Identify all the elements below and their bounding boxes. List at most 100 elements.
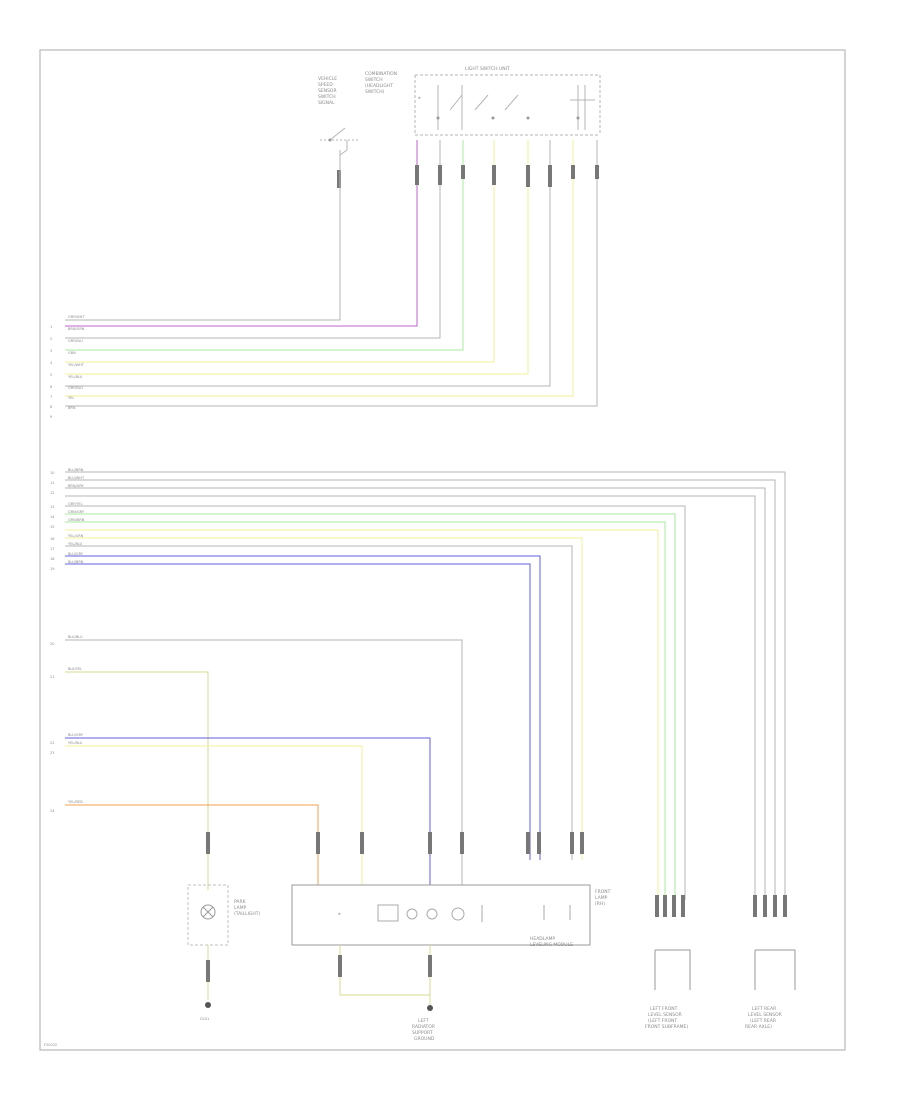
sensor-switch-label-line: SENSOR [318,88,337,94]
pin-number: 15 [50,525,54,529]
pin-number: 10 [50,471,54,475]
connector-icon [595,165,599,179]
module-ground: LEFT RADIATOR SUPPORT GROUND [338,945,435,1042]
headlamp-module-label-line: HEADLAMP [530,936,555,942]
top-wire-group [65,140,598,407]
pin-number: 7 [50,395,52,399]
connector-icon [571,165,575,179]
left-front-sensor-label-line: (LEFT FRONT [648,1018,677,1024]
lamp-bulb-icon [200,904,216,920]
pin-number: 21 [50,675,54,679]
left-front-sensor: LEFT FRONT LEVEL SENSOR (LEFT FRONT FRON… [645,949,691,1030]
top-bundle-labels: GRY/WHT BRN/GRN GRY/BLU GRN YEL/WHT YEL/… [68,315,85,410]
wire-label: BRN [68,406,76,410]
sensor-switch-label-line: SPEED [318,82,333,88]
pin-number: 19 [50,567,54,571]
pin-number: 2 [50,337,52,341]
connector-icon [672,895,676,917]
connector-icon [783,895,787,917]
mid-bundle-labels: BLU/BRN BLU/WHT BRN/GRY GRY/YEL GRN/GRY … [68,468,85,564]
parking-lamp-label-line: (TAILLIGHT) [234,911,261,917]
headlamp-side-label-line: LAMP [595,895,608,901]
connector-icon [548,165,552,187]
pin-number: 24 [50,809,55,813]
lower-labels: BLK/BLU BLK/YEL BLU/GRY YEL/BLU YEL/RED [68,635,84,804]
wire-label: YEL/RED [68,800,83,804]
pin-number: 16 [50,537,54,541]
lower-pins: 20 21 22 23 24 [50,642,55,813]
wire-label: YEL [68,396,74,400]
ground-center-label-line: SUPPORT [412,1030,433,1036]
connector-icon [460,832,464,854]
left-front-sensor-label-line: LEVEL SENSOR [648,1012,682,1018]
top-connector-group [415,165,599,187]
ground-icon [427,1005,433,1011]
mid-wire-group [65,471,786,900]
svg-text:⊕: ⊕ [418,96,421,100]
wire-label: YEL/WHT [68,363,85,367]
parking-lamp-label-line: LAMP [234,905,247,911]
left-rear-sensor-label-line: LEFT REAR [752,1006,776,1012]
sensor-switch-label: VEHICLE SPEED SENSOR SWITCH SIGNAL [318,76,337,106]
wire-lower-olive [65,671,209,890]
wire-label: GRN [68,351,76,355]
sensor-switch-label-line: SWITCH [318,94,336,100]
connector-icon [655,895,659,917]
wire-label: GRY/WHT [68,315,85,319]
light-switch-unit-label: LIGHT SWITCH UNIT [465,66,510,72]
pin-number: 3 [50,349,52,353]
connector-icon [773,895,777,917]
connector-icon [570,832,574,854]
pin-number: 12 [50,491,54,495]
headlamp-side-label-line: FRONT [595,889,611,895]
pin-number: 18 [50,557,54,561]
wire-lower-gray [65,639,463,885]
wire-mid-8 [65,529,659,900]
connector-icon [415,165,419,185]
ground-center-label-line: LEFT [418,1018,429,1024]
wire-label: YEL/BLU [68,741,83,745]
left-front-sensor-label-line: FRONT SUBFRAME) [645,1024,688,1030]
parking-lamp-label-line: PARK [234,899,247,905]
connector-icon [492,165,496,185]
connector-icon [360,832,364,854]
wire-lower-yellow [65,745,363,885]
wire-gray-blue-2 [65,140,551,387]
ground-left-label: G101 [200,1017,209,1021]
connector-icon [580,832,584,854]
diagram-frame [39,49,846,1051]
lower-wire-group [65,639,463,890]
connector-icon [338,955,342,977]
connector-icon [753,895,757,917]
pin-number: 5 [50,373,52,377]
pin-number: 6 [50,385,52,389]
pin-number: 22 [50,741,54,745]
connector-icon [206,960,210,982]
wire-brown [65,140,598,407]
wire-label: BLU/GRY [68,733,84,737]
left-front-sensor-label-line: LEFT FRONT [650,1006,678,1012]
wire-label: GRY/YEL [68,502,83,506]
connector-icon [526,832,530,854]
connector-icon [337,170,341,188]
connector-icon [206,832,210,854]
wire-label: BLK/YEL [68,667,82,671]
headlamp-module: ⊕ FRONT LAMP (RH) HEADLAMP LEVELING MODU… [291,884,611,948]
wire-lower-blue [65,737,431,885]
wire-label: BLU/GRY [68,552,84,556]
pin-number: 13 [50,505,54,509]
wire-label: YEL/BLU [68,542,83,546]
wire-mid-10 [65,545,573,860]
figure-id: F20032 [44,1043,57,1047]
wire-mid-3 [65,487,766,900]
wire-label: GRN/BRN [68,518,85,522]
connector-icon [316,832,320,854]
wire-lower-orange [65,804,319,885]
pin-number: 9 [50,415,52,419]
top-bundle-pins: 1 2 3 4 5 6 7 8 9 [50,325,53,419]
pin-number: 23 [50,751,54,755]
sensor-switch-label-line: SIGNAL [318,100,335,106]
combination-switch-label-line: (HEADLIGHT [365,83,393,89]
combination-switch-label: COMBINATION SWITCH (HEADLIGHT SWITCH) [365,71,397,95]
